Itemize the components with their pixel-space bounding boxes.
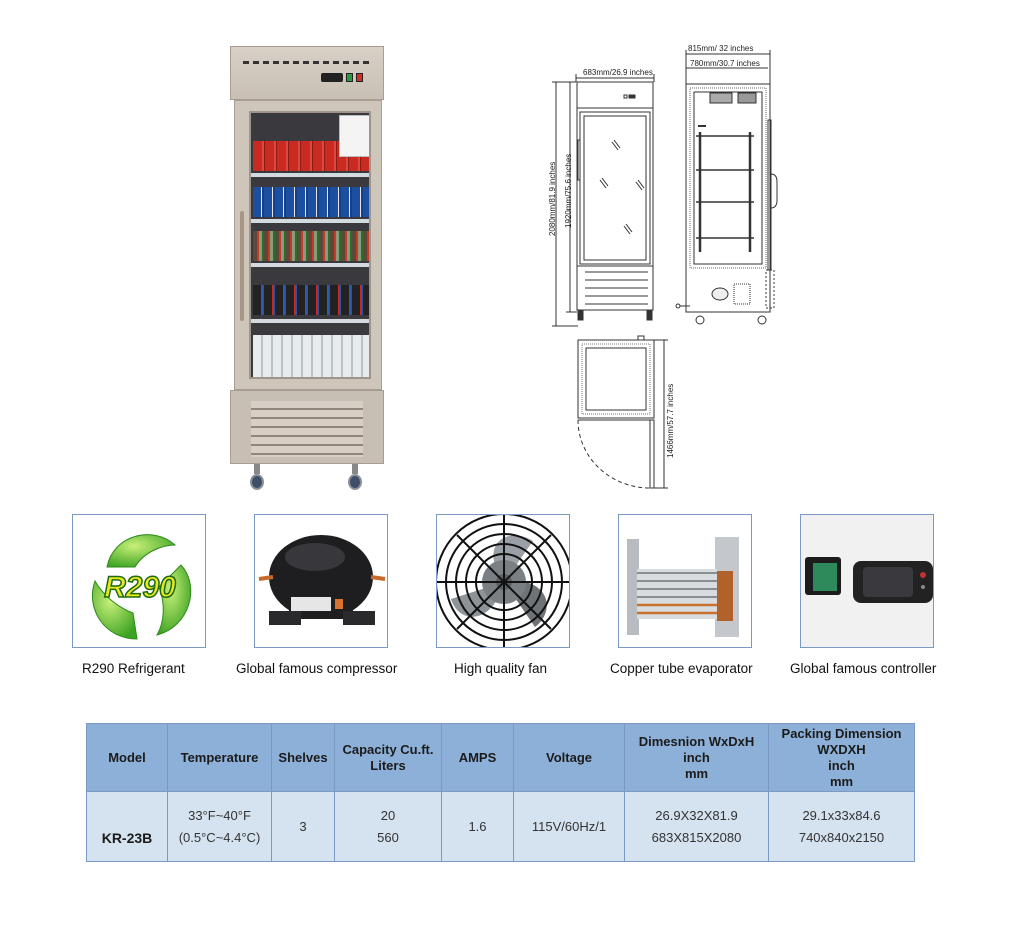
front-total-height-label: 2080mm/81.9 inches (548, 161, 557, 236)
feature-caption: Copper tube evaporator (610, 661, 753, 676)
feature-caption: R290 Refrigerant (82, 661, 185, 676)
cell-dimension: 26.9X32X81.9 683X815X2080 (624, 791, 769, 862)
feature-caption: High quality fan (454, 661, 548, 676)
fridge-base-louver (230, 390, 384, 464)
cell-shelves: 3 (271, 791, 335, 862)
cell-voltage: 115V/60Hz/1 (513, 791, 625, 862)
spec-sticker (339, 115, 369, 157)
side-inner-depth-label: 780mm/30.7 inches (690, 59, 760, 68)
feature-controller: Global famous controller (790, 514, 936, 676)
side-outer-depth-label: 815mm/ 32 inches (688, 44, 754, 53)
power-switch-green-icon (346, 73, 353, 82)
top-door-swing-label: 1466mm/57.7 inches (666, 383, 675, 458)
cell-capacity: 20 560 (334, 791, 442, 862)
caster-wheel-icon (250, 464, 264, 490)
technical-drawings: 683mm/26.9 inches 815mm/ 32 inches 780mm… (540, 40, 800, 500)
svg-text:R290: R290 (104, 571, 176, 604)
shelf-row-dark-cans (253, 285, 369, 315)
header-model: Model (86, 723, 168, 792)
louver-grille (251, 401, 363, 457)
dimension-drawing-svg (552, 50, 778, 489)
fan-icon (436, 514, 570, 648)
header-dimension: Dimesnion WxDxH inch mm (624, 723, 769, 792)
fridge-top-panel (230, 46, 384, 100)
specification-table: Model Temperature Shelves Capacity Cu.ft… (86, 723, 915, 862)
front-width-label: 683mm/26.9 inches (583, 68, 653, 77)
cell-amps: 1.6 (441, 791, 514, 862)
r290-leaf-logo-icon: R290 (72, 514, 206, 648)
door-handle (240, 211, 244, 321)
feature-r290-refrigerant: R290 R290 Refrigerant (72, 514, 206, 676)
controller-icon (800, 514, 934, 648)
fridge-glass-door (234, 100, 382, 390)
light-switch-red-icon (356, 73, 363, 82)
shelf (251, 319, 369, 323)
feature-evaporator: Copper tube evaporator (610, 514, 753, 676)
table-row: KR-23B 33°F~40°F (0.5°C~4.4°C) 3 20 560 … (86, 791, 915, 862)
cell-temperature: 33°F~40°F (0.5°C~4.4°C) (167, 791, 272, 862)
shelf-row-pepsi-cans (253, 187, 369, 217)
shelf (251, 263, 369, 267)
header-capacity: Capacity Cu.ft. Liters (334, 723, 442, 792)
shelf-row-water-bottles (253, 335, 369, 377)
shelf (251, 219, 369, 223)
header-shelves: Shelves (271, 723, 335, 792)
temperature-display-icon (321, 73, 343, 82)
header-voltage: Voltage (513, 723, 625, 792)
header-amps: AMPS (441, 723, 514, 792)
feature-compressor: Global famous compressor (236, 514, 397, 676)
feature-gallery: R290 R290 Refrigerant Global famous comp… (0, 514, 1024, 684)
shelf-row-bottles (253, 231, 369, 261)
product-photo-refrigerator (230, 46, 384, 492)
feature-caption: Global famous compressor (236, 661, 398, 676)
compressor-icon (254, 514, 388, 648)
table-header-row: Model Temperature Shelves Capacity Cu.ft… (86, 723, 915, 792)
cell-model: KR-23B (86, 791, 168, 862)
header-temperature: Temperature (167, 723, 272, 792)
shelf (251, 173, 369, 177)
header-packing-dimension: Packing Dimension WXDXH inch mm (768, 723, 915, 792)
evaporator-icon (618, 514, 752, 648)
fridge-interior (249, 111, 371, 379)
feature-fan: High quality fan (436, 514, 570, 676)
front-door-height-label: 1920mm/75.6 inches (564, 153, 573, 228)
feature-caption: Global famous controller (790, 661, 937, 676)
caster-wheel-icon (348, 464, 362, 490)
cell-packing-dimension: 29.1x33x84.6 740x840x2150 (768, 791, 915, 862)
fridge-vent (243, 61, 371, 64)
